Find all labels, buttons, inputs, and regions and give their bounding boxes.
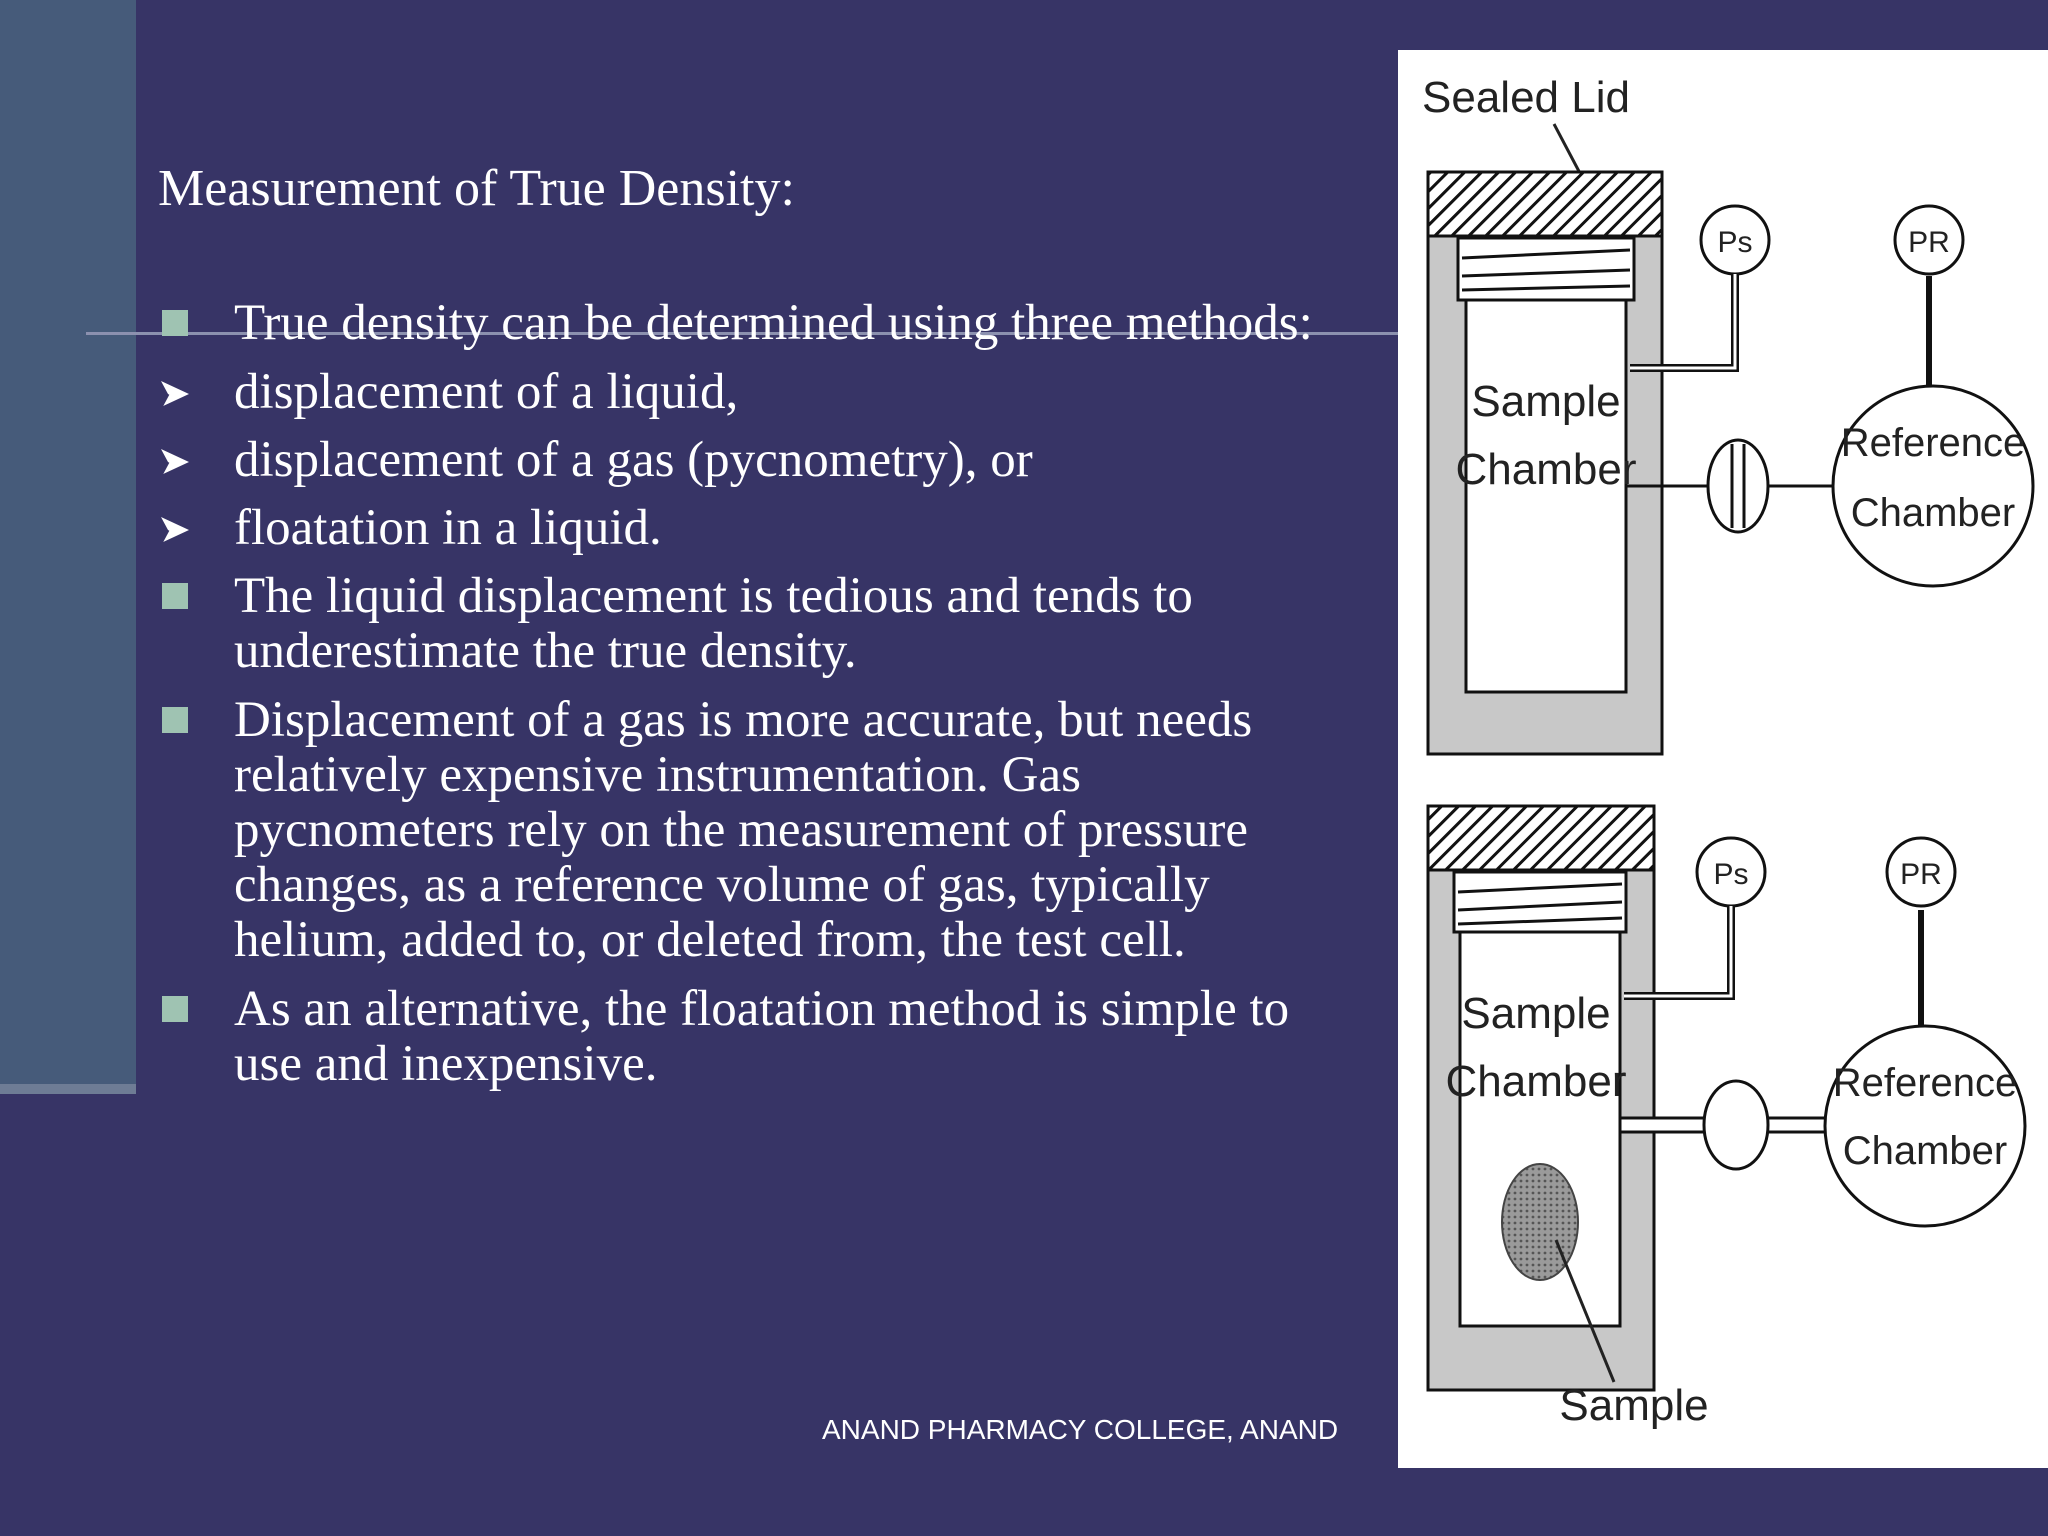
bottom-sample-chamber-label-line2: Chamber <box>1446 1057 1627 1106</box>
top-sample-chamber-label-line1: Sample <box>1471 377 1620 426</box>
bullet-text: True density can be determined using thr… <box>234 295 1313 351</box>
slide-title: Measurement of True Density: <box>158 160 795 217</box>
slide-footer: ANAND PHARMACY COLLEGE, ANAND <box>822 1414 1339 1445</box>
bottom-apparatus: Sample Chamber Sample Ps Reference Chamb… <box>1426 804 2027 1430</box>
bullet-item: The liquid displacement is tedious and t… <box>158 569 1338 679</box>
bottom-valve <box>1702 1079 1770 1171</box>
bullet-item: displacement of a liquid, <box>158 365 1338 420</box>
square-bullet-icon <box>162 707 188 733</box>
square-bullet-icon <box>162 996 188 1022</box>
bottom-sample-chamber-label-line1: Sample <box>1461 989 1610 1038</box>
arrow-bullet-icon <box>159 517 189 544</box>
top-reference-chamber <box>1831 384 2035 588</box>
top-reference-chamber-label-line1: Reference <box>1841 421 2026 465</box>
top-sample-chamber-label-line2: Chamber <box>1456 445 1637 494</box>
bottom-ps-gauge-label: Ps <box>1713 858 1748 891</box>
top-sample-chamber <box>1464 234 1628 694</box>
sample-label: Sample <box>1559 1381 1708 1430</box>
top-pr-gauge-label: PR <box>1908 226 1950 259</box>
bullet-item: As an alternative, the floatation method… <box>158 982 1338 1092</box>
gas-pycnometer-diagram: Sealed Lid Sample Chamber Ps Re <box>1398 50 2048 1468</box>
bottom-pr-gauge <box>1885 836 1957 908</box>
bullet-list: True density can be determined using thr… <box>158 296 1338 1106</box>
left-accent-band <box>0 0 136 1084</box>
bullet-text: The liquid displacement is tedious and t… <box>234 568 1193 679</box>
square-bullet-icon <box>162 583 188 609</box>
bullet-text: As an alternative, the floatation method… <box>234 981 1290 1092</box>
bullet-text: displacement of a gas (pycnometry), or <box>234 432 1033 488</box>
top-valve <box>1706 438 1770 534</box>
bottom-pr-gauge-label: PR <box>1900 858 1942 891</box>
top-pr-gauge <box>1893 204 1965 276</box>
bottom-reference-chamber-label-line1: Reference <box>1833 1061 2018 1105</box>
bullet-item: displacement of a gas (pycnometry), or <box>158 433 1338 488</box>
bottom-lid-hatch <box>1426 804 1656 872</box>
top-lid-hatch <box>1426 170 1664 238</box>
top-reference-chamber-label-line2: Chamber <box>1851 491 2016 535</box>
bullet-text: Displacement of a gas is more accurate, … <box>234 692 1253 968</box>
top-plug <box>1456 236 1636 302</box>
arrow-bullet-icon <box>159 381 189 408</box>
left-accent-band-edge <box>0 1084 136 1094</box>
bullet-item: True density can be determined using thr… <box>158 296 1338 351</box>
bullet-item: Displacement of a gas is more accurate, … <box>158 693 1338 968</box>
bottom-reference-chamber <box>1823 1024 2027 1228</box>
sealed-lid-label: Sealed Lid <box>1422 73 1630 122</box>
square-bullet-icon <box>162 310 188 336</box>
bullet-text: floatation in a liquid. <box>234 500 662 556</box>
bullet-item: floatation in a liquid. <box>158 501 1338 556</box>
title-divider-line <box>86 332 1398 335</box>
bullet-text: displacement of a liquid, <box>234 364 739 420</box>
bottom-reference-chamber-label-line2: Chamber <box>1843 1129 2008 1173</box>
pycnometer-svg: Sealed Lid Sample Chamber Ps Re <box>1422 73 2035 1430</box>
top-apparatus: Sample Chamber Ps Reference Chamber PR <box>1426 170 2035 756</box>
top-ps-gauge-label: Ps <box>1717 226 1752 259</box>
sample-pointer <box>1554 1239 1616 1383</box>
arrow-bullet-icon <box>159 449 189 476</box>
